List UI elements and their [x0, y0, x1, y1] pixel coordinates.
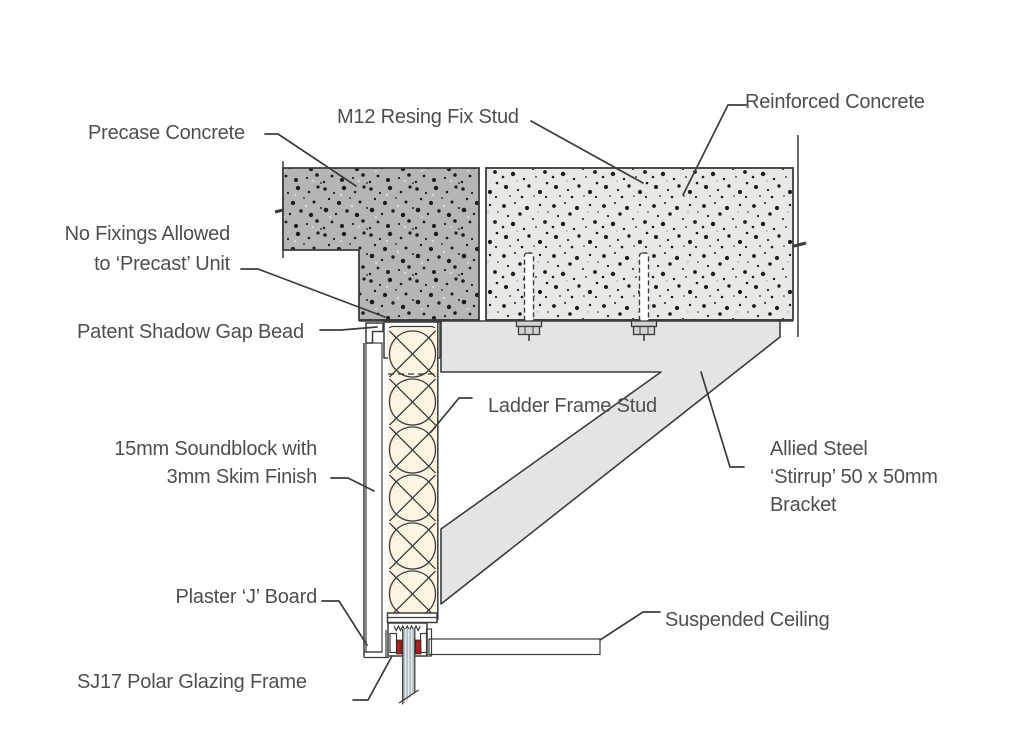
leader-no-fixings	[240, 268, 386, 318]
leader-suspended-ceiling	[599, 611, 661, 641]
leader-plaster-j-board	[321, 600, 368, 646]
leader-m12-stud	[530, 120, 644, 184]
label-soundblock-line1: 15mm Soundblock with	[114, 438, 317, 460]
label-allied-line1: Allied Steel	[770, 438, 868, 460]
label-precase-concrete: Precase Concrete	[88, 122, 245, 144]
label-allied-line2: ‘Stirrup’ 50 x 50mm	[770, 466, 938, 488]
soundblock-board	[365, 342, 383, 653]
glazing-gasket-right	[415, 639, 422, 655]
label-allied-line3: Bracket	[770, 494, 837, 516]
glazing-gasket-left	[396, 639, 403, 655]
glazing-wedge-serration	[393, 624, 421, 632]
label-soundblock-line2: 3mm Skim Finish	[167, 466, 317, 488]
suspended-ceiling-strip	[428, 638, 601, 656]
label-shadow-gap-bead: Patent Shadow Gap Bead	[77, 321, 304, 343]
leader-shadow-gap-bead	[319, 326, 378, 331]
label-m12-stud: M12 Resing Fix Stud	[337, 106, 519, 128]
label-plaster-j-board: Plaster ‘J’ Board	[176, 586, 317, 608]
label-ladder-frame-stud: Ladder Frame Stud	[488, 395, 657, 417]
allied-steel-stirrup-bracket	[440, 320, 781, 605]
label-no-fixings-line1: No Fixings Allowed	[65, 223, 230, 245]
leader-soundblock	[330, 477, 375, 492]
ladder-frame-insulation	[388, 328, 437, 613]
ceiling-edge-trim	[425, 628, 433, 657]
label-reinforced-concrete: Reinforced Concrete	[745, 91, 925, 113]
leader-allied-bracket	[700, 371, 745, 468]
leader-reinforced-concrete	[682, 104, 747, 196]
glass-break-line	[398, 689, 419, 704]
label-glazing-frame: SJ17 Polar Glazing Frame	[77, 671, 307, 693]
precast-concrete-block	[282, 167, 480, 321]
shadow-gap-bead	[365, 322, 384, 344]
label-suspended-ceiling: Suspended Ceiling	[665, 609, 830, 631]
label-no-fixings-line2: to ‘Precast’ Unit	[94, 253, 231, 275]
leader-precase-concrete	[264, 133, 357, 187]
leader-ladder-frame-stud	[430, 397, 473, 433]
leader-glazing-frame	[352, 655, 393, 701]
plaster-j-board-return	[364, 630, 389, 659]
glass-pane	[402, 629, 416, 705]
